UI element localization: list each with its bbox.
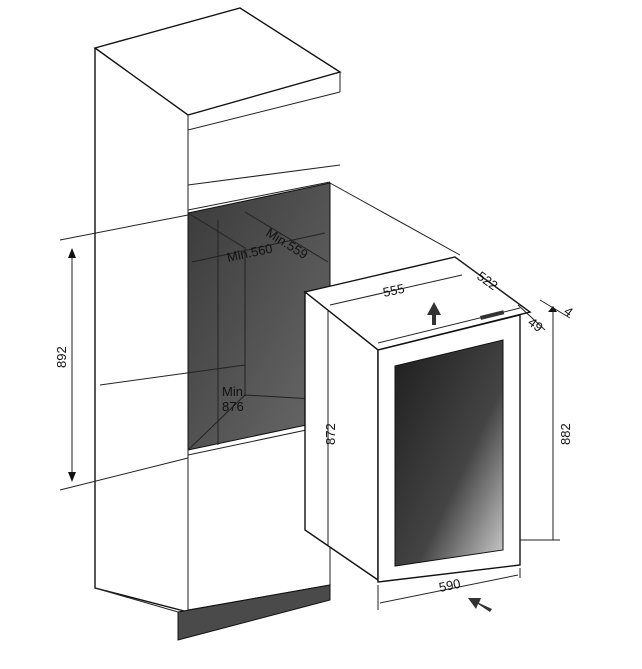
front-arrow-icon (468, 598, 492, 612)
gap-label: 4 (561, 303, 576, 319)
cabinet (93, 7, 342, 641)
total-height-label: 882 (558, 423, 573, 445)
wine-cooler (303, 256, 532, 612)
width-bottom-label: 590 (438, 576, 462, 595)
side-height-label: 872 (323, 423, 338, 445)
niche-height-label: 892 (54, 346, 69, 368)
glass-door (394, 339, 504, 567)
niche-min-height-label-1: Min. (222, 384, 247, 399)
niche-min-height-label-2: 876 (222, 399, 244, 414)
door-depth-label: 49 (525, 314, 546, 335)
up-arrow-icon (427, 302, 441, 325)
width-top-label: 555 (382, 281, 406, 300)
plinth (177, 584, 331, 641)
